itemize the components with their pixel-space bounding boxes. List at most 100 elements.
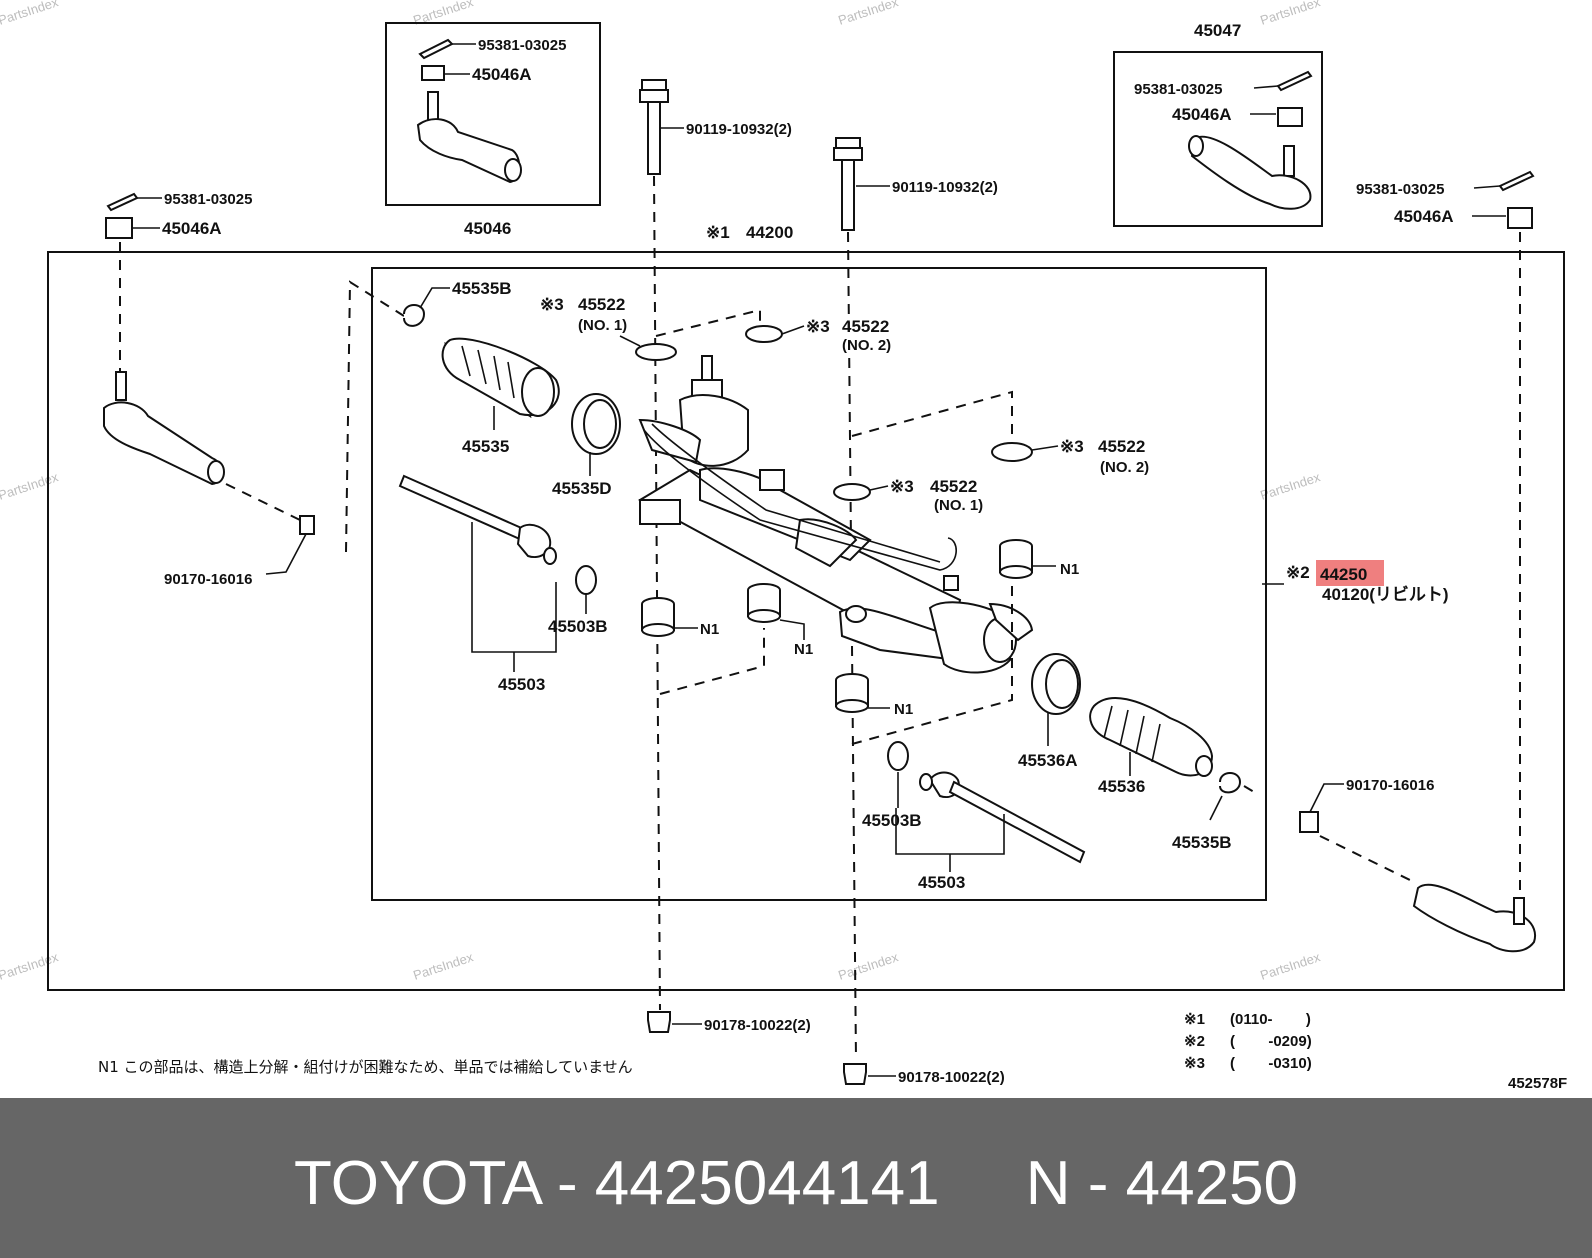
label-45522-a[interactable]: 45522: [578, 295, 625, 314]
label-45536A[interactable]: 45536A: [1018, 751, 1078, 770]
label-45522-b-mark[interactable]: ※3: [806, 317, 830, 336]
label-45522-c-sub[interactable]: (NO. 2): [1100, 459, 1149, 476]
clamp-45535D: [571, 393, 621, 455]
label-45047[interactable]: 45047: [1194, 21, 1241, 40]
label-45046A-r[interactable]: 45046A: [1172, 105, 1232, 124]
washer-45522-b: [745, 325, 783, 343]
label-n1-c[interactable]: N1: [794, 641, 813, 658]
diagram-id: 452578F: [1508, 1075, 1567, 1092]
label-45503-l[interactable]: 45503: [498, 675, 545, 694]
bushing-n1-c: [747, 583, 781, 623]
legend3: ( -0310): [1230, 1055, 1312, 1072]
tie-rod-end-right-lower: [1412, 883, 1537, 953]
label-95381-r2[interactable]: 95381-03025: [1356, 181, 1444, 198]
washer-45503B-left: [575, 565, 597, 595]
cotter-pin-left: [106, 192, 139, 212]
part-footer-text: TOYOTA - 4425044141 N - 44250: [293, 1149, 1299, 1218]
label-95381-top[interactable]: 95381-03025: [478, 37, 566, 54]
label-45046[interactable]: 45046: [464, 219, 511, 238]
label-45522-c-mark[interactable]: ※3: [1060, 437, 1084, 456]
steering-gear-housing: [637, 355, 1034, 674]
watermark: PartsIndex: [836, 949, 900, 983]
label-40120[interactable]: 40120(リビルト): [1322, 585, 1449, 604]
watermark: PartsIndex: [1258, 0, 1322, 28]
label-95381-r[interactable]: 95381-03025: [1134, 81, 1222, 98]
legend: ※1 (0110- ) ※2 ( -0209) ※3 ( -0310): [1184, 1011, 1312, 1072]
clamp-45535B-right: [1219, 772, 1242, 794]
clamp-45535B-top: [403, 304, 426, 327]
label-bolt1[interactable]: 90119-10932(2): [686, 121, 792, 138]
label-45046A-l[interactable]: 45046A: [162, 219, 222, 238]
label-45536[interactable]: 45536: [1098, 777, 1145, 796]
tie-rod-end-right-frame: [1113, 51, 1323, 227]
label-45503B-r[interactable]: 45503B: [862, 811, 922, 830]
bolt-90119-left: [639, 79, 669, 1011]
tie-rod-end-left: [115, 371, 127, 401]
tie-rod-end-45046-group: 95381-03025 45046A 45046: [416, 37, 566, 238]
washer-45503B-right: [887, 741, 909, 771]
cotter-pin-right: [1498, 170, 1535, 192]
castle-nut-left: [105, 217, 133, 239]
nut-90178-left: [647, 1011, 671, 1033]
label-44250-mark[interactable]: ※2: [1286, 563, 1310, 582]
nut-90178-right: [843, 1063, 867, 1085]
parts-diagram: PartsIndex PartsIndex PartsIndex PartsIn…: [0, 0, 1567, 1092]
watermark: PartsIndex: [0, 469, 61, 503]
label-n1-b[interactable]: N1: [700, 621, 719, 638]
label-nut1[interactable]: 90178-10022(2): [704, 1017, 811, 1034]
label-n1-a[interactable]: N1: [1060, 561, 1079, 578]
label-45522-b-sub[interactable]: (NO. 2): [842, 337, 891, 354]
washer-45522-c: [991, 442, 1033, 462]
nut-90170-right: [1299, 811, 1319, 833]
label-45046A-top[interactable]: 45046A: [472, 65, 532, 84]
watermark: PartsIndex: [1258, 949, 1322, 983]
label-45535D[interactable]: 45535D: [552, 479, 612, 498]
label-45522-c[interactable]: 45522: [1098, 437, 1145, 456]
rack-end-45503-left: [398, 474, 557, 565]
tie-rod-end-45047-group: 45047 95381-03025 45046A: [1134, 21, 1313, 210]
label-45522-d-mark[interactable]: ※3: [890, 477, 914, 496]
label-n1-d[interactable]: N1: [894, 701, 913, 718]
label-44250[interactable]: 44250: [1320, 565, 1367, 584]
legend1-mark: ※1: [1184, 1011, 1205, 1028]
label-bolt2[interactable]: 90119-10932(2): [892, 179, 998, 196]
watermark: PartsIndex: [1258, 469, 1322, 503]
tie-rod-end-left-frame: [385, 22, 601, 206]
watermark: PartsIndex: [0, 0, 61, 28]
bushing-n1-d: [835, 673, 869, 713]
legend3-mark: ※3: [1184, 1055, 1205, 1072]
label-45535B-r[interactable]: 45535B: [1172, 833, 1232, 852]
label-asm-mark[interactable]: ※1: [706, 223, 730, 242]
label-45522-d[interactable]: 45522: [930, 477, 977, 496]
label-45535B-top[interactable]: 45535B: [452, 279, 512, 298]
legend2: ( -0209): [1230, 1033, 1312, 1050]
highlight-44250: [1316, 560, 1384, 586]
washer-45522-d: [833, 483, 871, 501]
boot-45535: [441, 337, 560, 419]
label-45522-d-sub[interactable]: (NO. 1): [934, 497, 983, 514]
bolt-90119-right: [833, 137, 863, 1061]
label-90170-r[interactable]: 90170-16016: [1346, 777, 1434, 794]
label-nut2[interactable]: 90178-10022(2): [898, 1069, 1005, 1086]
watermark: PartsIndex: [0, 949, 61, 983]
legend1: (0110- ): [1230, 1011, 1311, 1028]
note-n1: N1 この部品は、構造上分解・組付けが困難なため、単品では補給していません: [98, 1058, 633, 1076]
label-45522-b[interactable]: 45522: [842, 317, 889, 336]
clamp-45536A: [1031, 653, 1081, 715]
label-45522-a-mark[interactable]: ※3: [540, 295, 564, 314]
boot-45536: [1089, 697, 1214, 777]
label-45535[interactable]: 45535: [462, 437, 509, 456]
label-95381-l[interactable]: 95381-03025: [164, 191, 252, 208]
label-45046A-r2[interactable]: 45046A: [1394, 207, 1454, 226]
castle-nut-right: [1507, 207, 1533, 229]
label-45522-a-sub[interactable]: (NO. 1): [578, 317, 627, 334]
label-44200[interactable]: 44200: [746, 223, 793, 242]
label-45503B-l[interactable]: 45503B: [548, 617, 608, 636]
label-90170-l[interactable]: 90170-16016: [164, 571, 252, 588]
nut-90170-left: [299, 515, 315, 535]
legend2-mark: ※2: [1184, 1033, 1205, 1050]
label-45503-r[interactable]: 45503: [918, 873, 965, 892]
watermark: PartsIndex: [411, 949, 475, 983]
washer-45522-a: [635, 343, 677, 361]
part-footer-bar: TOYOTA - 4425044141 N - 44250: [0, 1098, 1592, 1258]
